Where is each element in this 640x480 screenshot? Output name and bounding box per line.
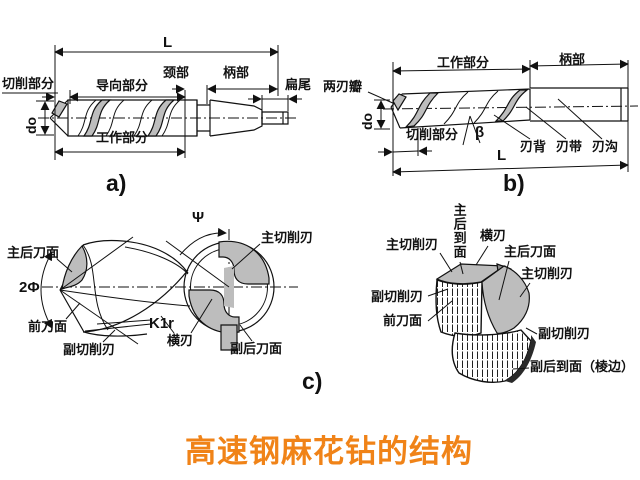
label-c-point-angle: 2Φ (19, 279, 40, 296)
label-b-diameter: do (359, 112, 375, 130)
caption-b: b) (503, 170, 525, 196)
page-title: 高速钢麻花钻的结构 (185, 434, 473, 469)
drill-point-end-view (161, 227, 274, 350)
label-b-shank: 柄部 (559, 52, 586, 67)
label-b-length: L (497, 147, 507, 164)
drill-b-side-view (368, 59, 638, 177)
label-a-length: L (163, 34, 173, 51)
label-b-cutting-part: 切削部分 (406, 127, 459, 142)
label-a-shank: 柄部 (223, 65, 250, 80)
label-d-minor-cutting-edge-right: 副切削刃 (538, 326, 591, 341)
label-c-psi-angle: Ψ (192, 209, 205, 226)
label-c-minor-cutting-edge: 副切削刃 (63, 342, 116, 357)
drill-point-side-view (41, 237, 298, 344)
caption-a: a) (106, 170, 127, 196)
drill-b-dimensions (368, 59, 629, 177)
label-d-minor-cutting-edge-left: 副切削刃 (371, 289, 424, 304)
label-c-main-cutting-edge: 主切削刃 (261, 230, 314, 245)
label-d-chisel-edge: 横刃 (480, 228, 507, 243)
label-b-working-part: 工作部分 (437, 55, 490, 70)
label-c-minor-flank: 副后刀面 (230, 341, 283, 356)
label-d-main-flank-top: 主后到面 (451, 203, 467, 259)
label-c-chisel-edge: 横刃 (167, 333, 194, 348)
drill-point-3d-leaders (428, 246, 537, 369)
label-a-tang: 扁尾 (285, 77, 312, 92)
label-d-main-flank: 主后刀面 (504, 244, 557, 259)
label-a-diameter: do (23, 116, 39, 134)
label-c-rake-face: 前刀面 (28, 319, 68, 334)
label-d-rake-face: 前刀面 (383, 313, 423, 328)
drill-a-dimensions (2, 45, 302, 160)
label-a-cutting-part: 切削部分 (2, 76, 55, 91)
label-c-corner-angle: K1r (149, 315, 175, 332)
label-d-main-cutting-edge-right: 主切削刃 (521, 266, 574, 281)
label-b-edge-back: 刃背 (520, 139, 547, 154)
label-b-flute-groove: 刃沟 (592, 139, 619, 154)
caption-c: c) (302, 368, 323, 394)
label-a-guide-part: 导向部分 (96, 78, 149, 93)
label-a-neck: 颈部 (163, 65, 190, 80)
drill-a-side-view (2, 45, 302, 160)
label-d-main-cutting-edge-left: 主切削刃 (386, 237, 439, 252)
label-c-main-flank: 主后刀面 (7, 245, 60, 260)
label-b-margin: 刃带 (556, 139, 583, 154)
label-a-working-part: 工作部分 (96, 130, 149, 145)
drill-point-3d-view (428, 246, 537, 383)
label-b-helix-angle: β (475, 124, 485, 141)
label-b-two-flutes: 两刃瓣 (323, 79, 363, 94)
label-d-minor-flank-land: 副后到面（棱边） (530, 359, 635, 374)
